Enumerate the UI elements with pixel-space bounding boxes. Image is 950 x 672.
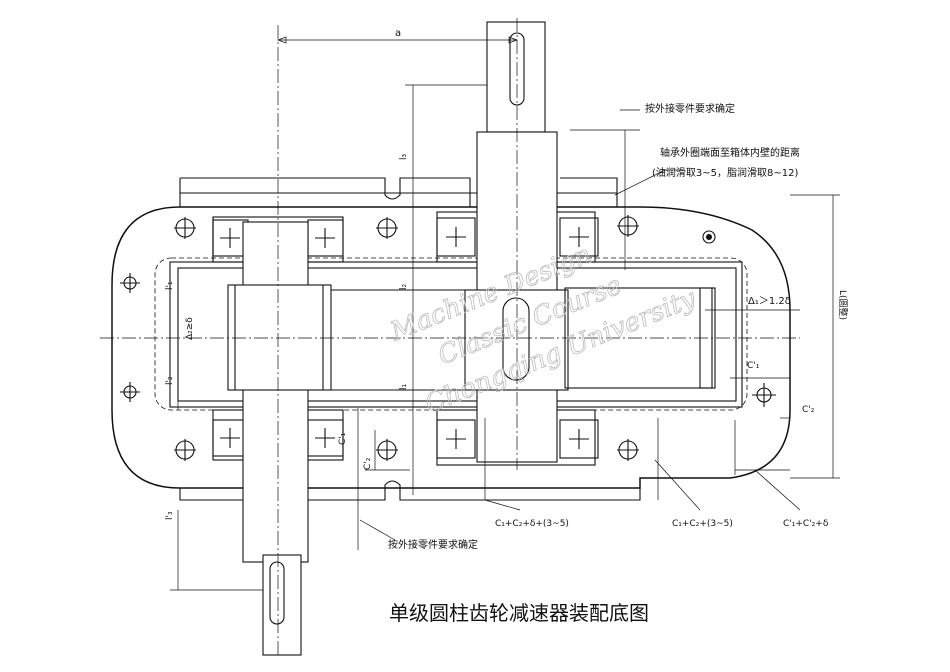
formula-3: C'₁+C'₂+δ — [783, 519, 829, 529]
delta1-label: Δ₁＞1.2δ — [748, 296, 791, 307]
c2p-mid: C'₂ — [363, 457, 373, 470]
formula-2: C₁+C₂+(3~5) — [672, 519, 733, 529]
l1-label: l₁ — [399, 383, 409, 390]
c1p-right: C'₁ — [747, 361, 760, 371]
formula-1: C₁+C₂+δ+(3~5) — [495, 519, 569, 529]
left-shaft — [227, 221, 332, 656]
note-bottom: 按外接零件要求确定 — [388, 538, 478, 551]
bolt-holes — [120, 215, 776, 461]
labels: a 按外接零件要求确定 轴承外圈端面至箱体内壁的距离 (油润滑取3~5，脂润滑取… — [165, 28, 849, 625]
note-top: 按外接零件要求确定 — [645, 102, 735, 115]
delta2-label: Δ₂≥δ — [185, 317, 195, 340]
l2p-label: l'₂ — [165, 376, 175, 385]
drawing-title: 单级圆柱齿轮减速器装配底图 — [389, 601, 649, 625]
l1p-label: l'₁ — [165, 281, 175, 290]
dimension-lines — [170, 36, 840, 591]
right-shaft — [331, 21, 716, 463]
l3p-label: l'₃ — [165, 511, 175, 520]
c2p-right: C'₂ — [802, 405, 815, 415]
l2-label: l₂ — [399, 283, 409, 290]
bearing-note-1: 轴承外圈端面至箱体内壁的距离 — [660, 146, 800, 159]
L-label: L(圆整) — [837, 290, 849, 320]
bearing-note-2: (油润滑取3~5，脂润滑取8~12) — [652, 166, 798, 179]
center-lines — [100, 18, 800, 655]
label-a: a — [395, 28, 401, 39]
l3-label: l₃ — [399, 153, 409, 160]
c1p-mid: C'₁ — [338, 432, 348, 445]
